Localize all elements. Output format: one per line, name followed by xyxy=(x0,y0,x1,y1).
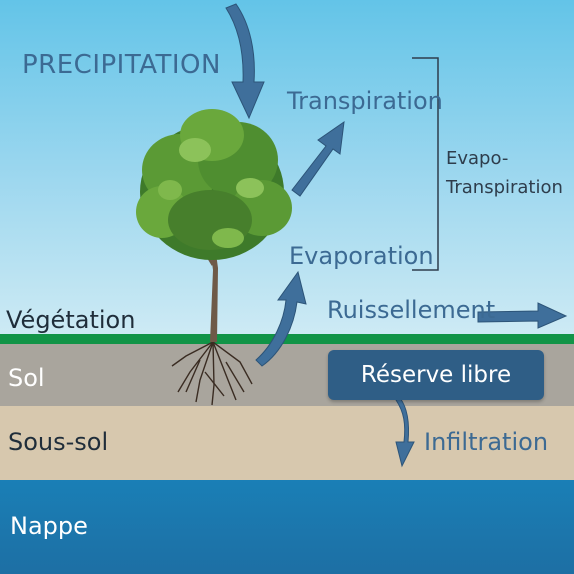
subsoil-layer xyxy=(0,406,574,480)
aquifer-layer xyxy=(0,480,574,574)
precipitation-label: PRECIPITATION xyxy=(22,50,221,80)
runoff-label: Ruissellement xyxy=(327,296,496,324)
evaporation-arrow-icon xyxy=(255,270,307,367)
evapotranspiration-label-line1: Evapo- xyxy=(446,148,509,169)
evapotranspiration-label-line2: Transpiration xyxy=(446,177,563,198)
evaporation-label: Evaporation xyxy=(289,242,434,270)
transpiration-label: Transpiration xyxy=(287,87,443,115)
subsoil-label: Sous-sol xyxy=(8,428,109,456)
infiltration-label: Infiltration xyxy=(424,428,549,456)
transpiration-arrow-icon xyxy=(291,120,345,197)
vegetation-label: Végétation xyxy=(6,306,136,334)
vegetation-layer xyxy=(0,334,574,344)
aquifer-label: Nappe xyxy=(10,512,88,540)
runoff-arrow-icon xyxy=(477,302,568,329)
tree-icon xyxy=(136,109,292,406)
evapotranspiration-bracket xyxy=(412,57,439,271)
precipitation-arrow-icon xyxy=(225,3,265,120)
soil-label: Sol xyxy=(8,364,45,392)
reserve-libre-box: Réserve libre xyxy=(328,350,544,400)
sky-layer xyxy=(0,0,574,334)
infiltration-arrow-icon xyxy=(395,397,415,468)
